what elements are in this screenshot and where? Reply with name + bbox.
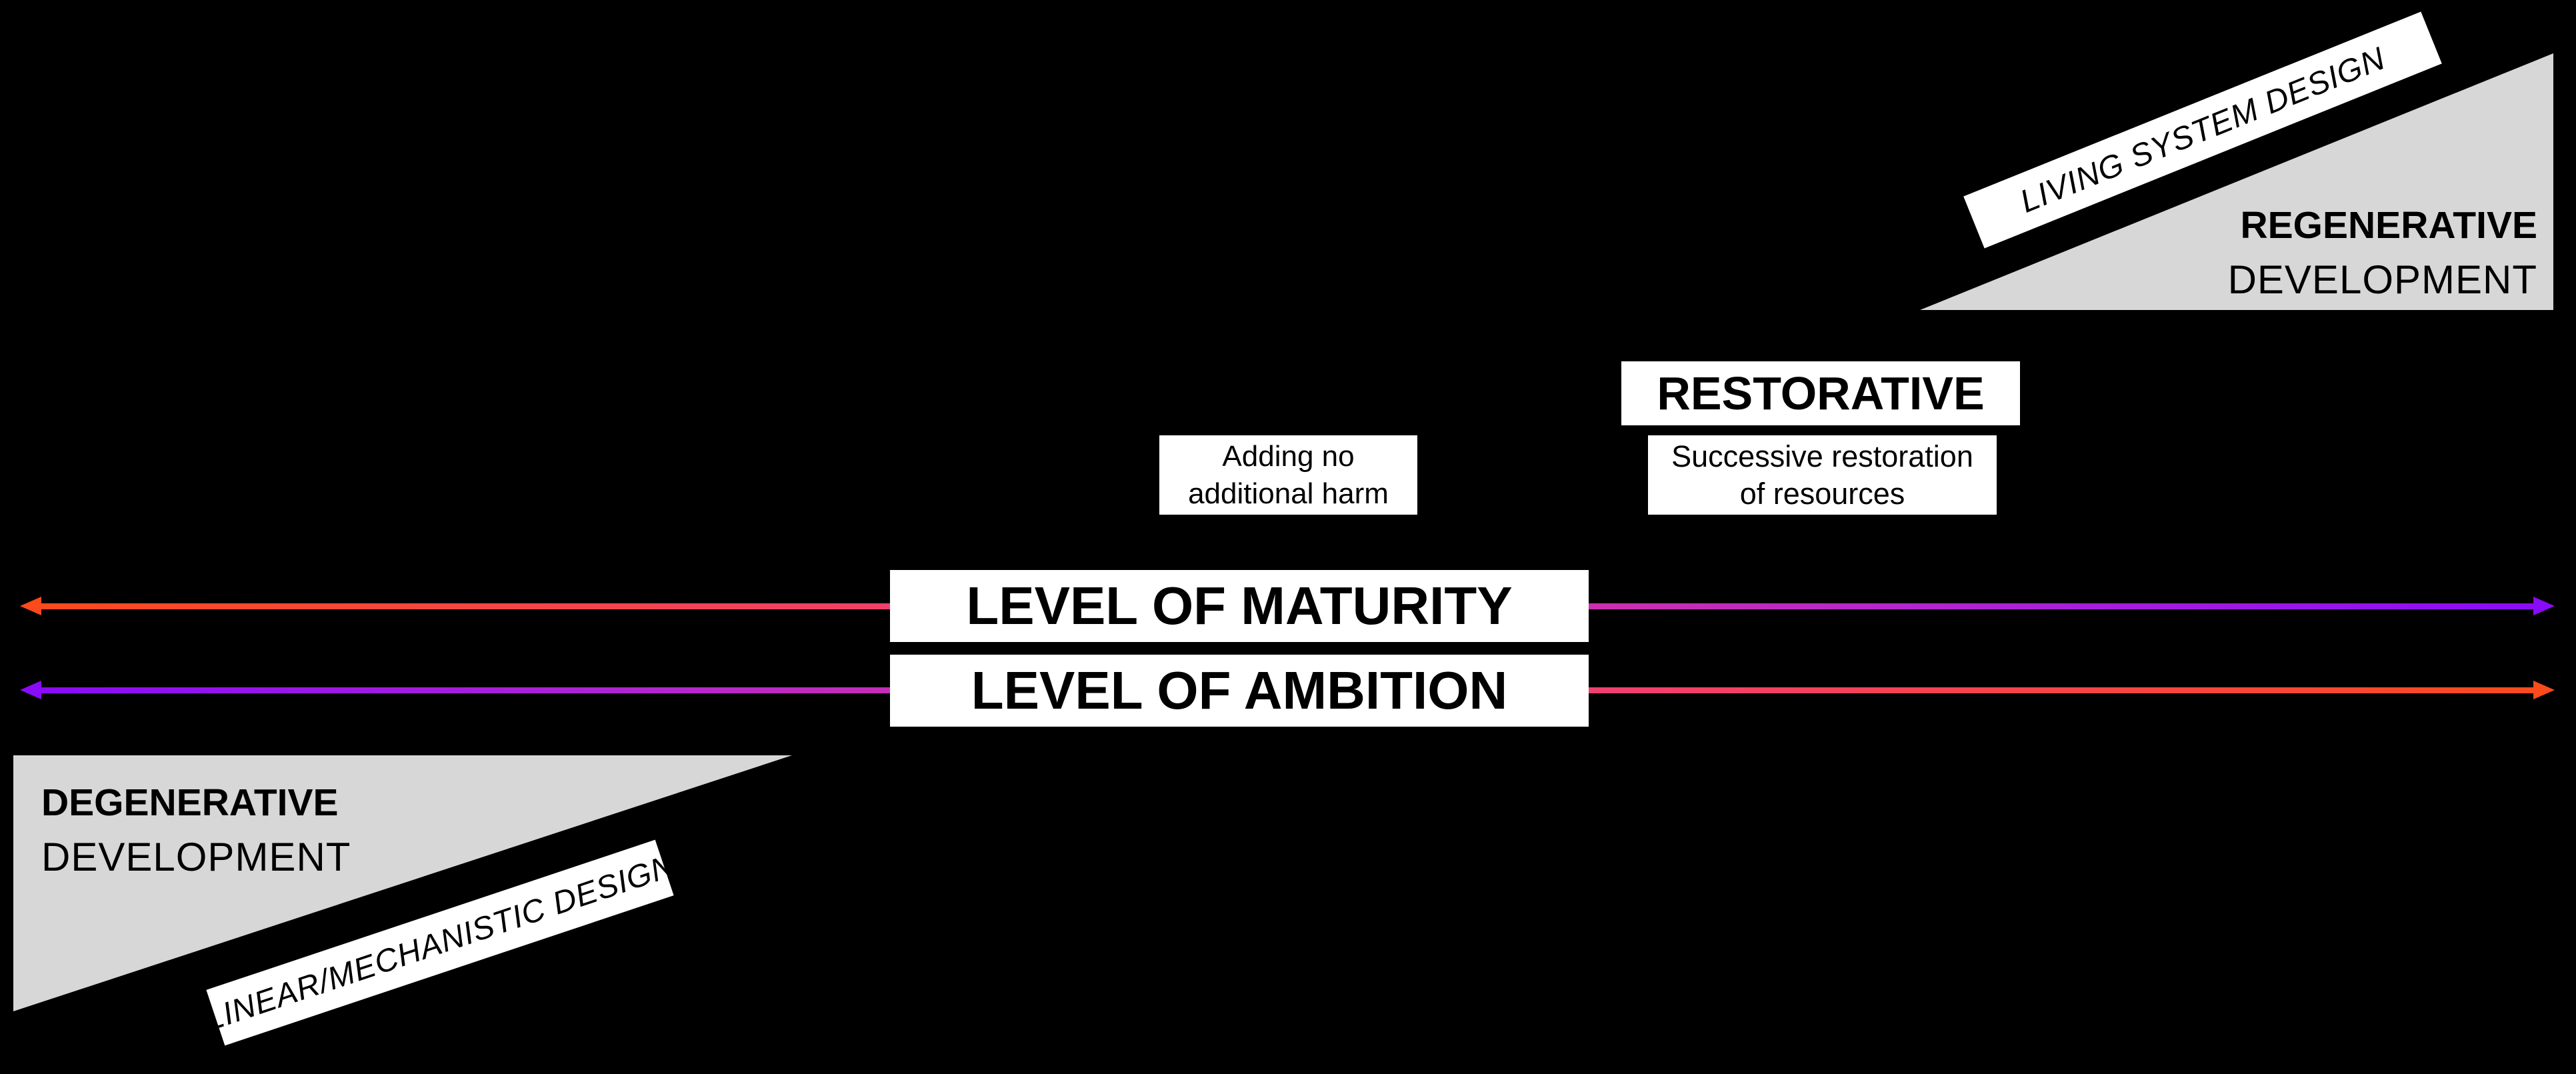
restorative-description-line2: of resources [1739,476,1905,511]
restorative-description-box: Successive restoration of resources [1648,435,1997,515]
adding-no-harm-box: Adding no additional harm [1159,435,1417,515]
restorative-title-box: RESTORATIVE [1621,361,2020,425]
restorative-description-line1: Successive restoration [1671,439,1973,473]
adding-no-harm-line1: Adding no [1222,439,1355,473]
regenerative-development-title: REGENERATIVE DEVELOPMENT [2228,198,2537,307]
level-of-maturity-label-box: LEVEL OF MATURITY [890,570,1589,642]
maturity-arrowhead-right-icon [2533,597,2555,615]
degenerative-title-bold: DEGENERATIVE [41,781,339,824]
level-of-ambition-label-box: LEVEL OF AMBITION [890,655,1589,727]
regenerative-title-bold: REGENERATIVE [2240,204,2537,247]
maturity-arrowhead-left-icon [20,597,41,615]
ambition-arrowhead-right-icon [2533,681,2555,699]
degenerative-development-title: DEGENERATIVE DEVELOPMENT [41,775,351,885]
ambition-arrowhead-left-icon [20,681,41,699]
regenerative-title-light: DEVELOPMENT [2227,257,2537,302]
degenerative-title-light: DEVELOPMENT [41,835,351,879]
adding-no-harm-line2: additional harm [1188,477,1389,510]
